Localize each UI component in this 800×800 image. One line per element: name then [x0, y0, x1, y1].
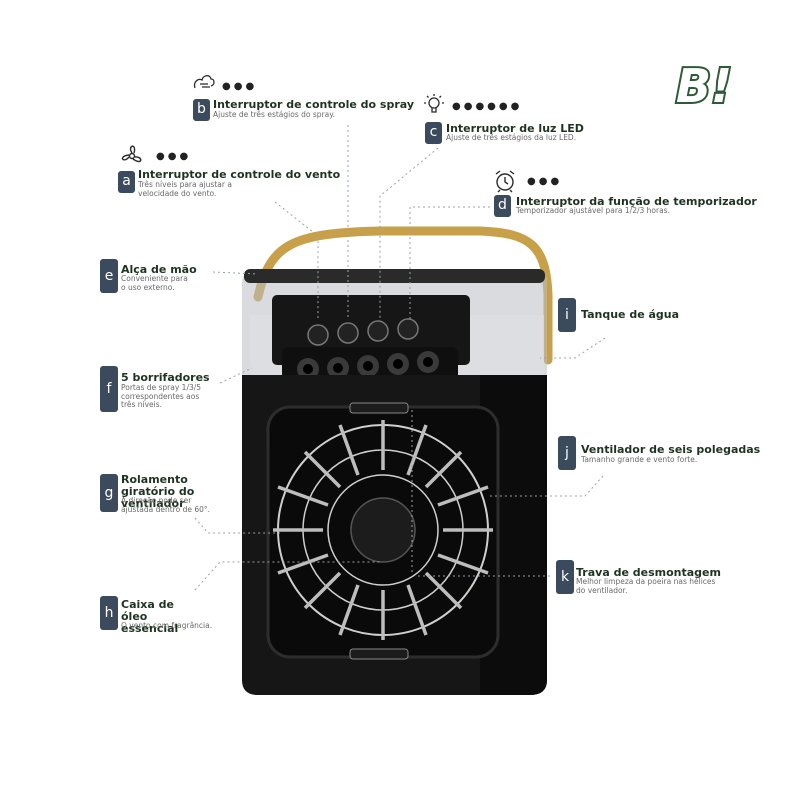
label-e-subtitle: Conveniente para o uso externo. [121, 274, 188, 292]
label-c-title: Interruptor de luz LED [446, 122, 584, 135]
label-g-badge: g [100, 474, 118, 512]
label-b-title: Interruptor de controle do spray [213, 98, 415, 111]
label-f-title: 5 borrifadores [121, 371, 210, 384]
alarm-clock-icon [492, 168, 518, 194]
label-c-subtitle: Ajuste de três estágios da luz LED. [446, 133, 577, 142]
label-i-badge: i [558, 298, 576, 332]
label-g-title: Rolamento giratório do ventilador [121, 473, 195, 510]
fan-icon [117, 142, 147, 170]
label-c-badge: c [425, 122, 442, 144]
logo-text: B! [676, 59, 732, 112]
brand-logo: B! [672, 54, 742, 112]
dots-indicator: ●●● [222, 81, 258, 92]
label-f-subtitle: Portas de spray 1/3/5 correspondentes ao… [121, 383, 202, 409]
spray-icon [192, 70, 216, 92]
label-d-title: Interruptor da função de temporizador [516, 195, 757, 208]
label-d-badge: d [494, 195, 511, 217]
label-k-badge: k [556, 560, 574, 594]
dots-indicator: ●●●●●● [452, 101, 523, 112]
label-j-title: Ventilador de seis polegadas [581, 443, 761, 456]
label-b-badge: b [193, 99, 210, 121]
dots-indicator: ●●● [527, 176, 563, 187]
label-k-subtitle: Melhor limpeza da poeira nas hélices do … [576, 577, 716, 595]
label-e-badge: e [100, 259, 118, 293]
label-j-subtitle: Tamanho grande e vento forte. [581, 455, 698, 464]
label-a-badge: a [118, 171, 135, 193]
label-h-title: Caixa de óleo essencial [121, 598, 179, 635]
label-h-subtitle: O vento com fragrância. [121, 621, 213, 630]
label-f-badge: f [100, 366, 118, 412]
label-a-title: Interruptor de controle do vento [138, 168, 341, 181]
label-d-subtitle: Temporizador ajustável para 1/2/3 horas. [516, 206, 670, 215]
label-h-badge: h [100, 596, 118, 630]
label-i-title: Tanque de água [581, 308, 680, 321]
label-k-title: Trava de desmontagem [576, 566, 721, 579]
light-bulb-icon [422, 92, 446, 116]
label-e-title: Alça de mão [121, 263, 197, 276]
dots-indicator: ●●● [156, 151, 192, 162]
label-a-subtitle: Três níveis para ajustar a velocidade do… [138, 180, 232, 198]
product-image [230, 225, 570, 700]
label-g-subtitle: A direção pode ser ajustada dentro de 60… [121, 496, 211, 514]
label-j-badge: j [558, 436, 576, 470]
label-b-subtitle: Ajuste de três estágios do spray. [213, 110, 335, 119]
